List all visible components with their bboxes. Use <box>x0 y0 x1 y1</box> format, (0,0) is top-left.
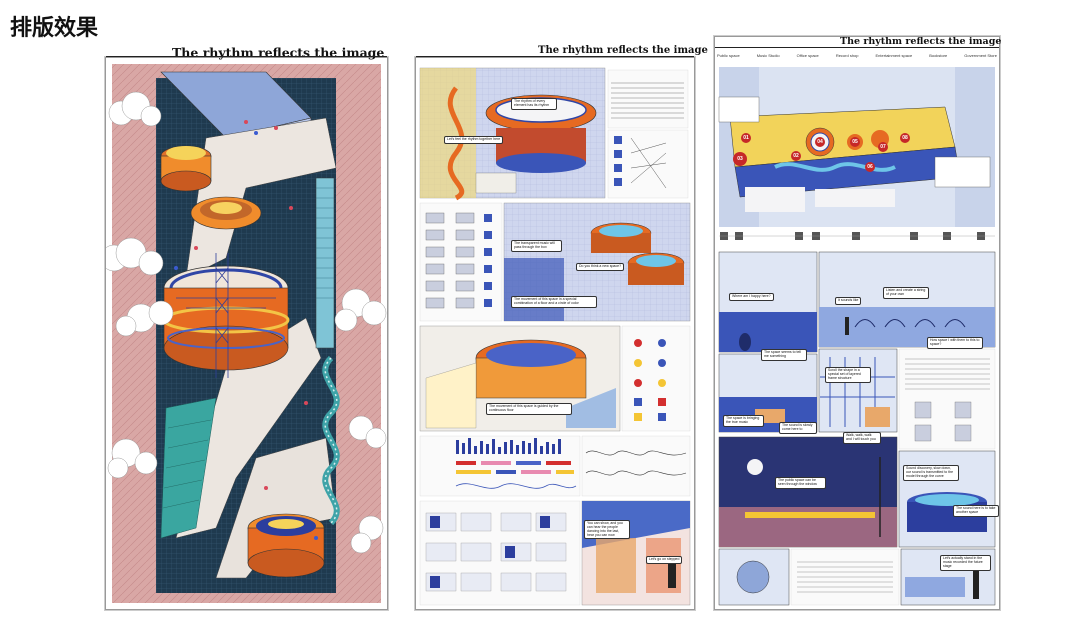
location-marker: 04 <box>815 137 825 147</box>
location-marker: 07 <box>878 142 888 152</box>
speech-bubble: Listen and create a string of your own <box>883 287 929 299</box>
title-underline <box>416 56 694 57</box>
poster-board-1: The rhythm reflects the image <box>100 45 388 610</box>
location-marker: 03 <box>735 154 745 164</box>
speech-bubble: The public space can be seen through the… <box>775 477 826 489</box>
nav-label: Record shop <box>835 53 859 58</box>
location-marker: 02 <box>791 151 801 161</box>
page-heading: 排版效果 <box>10 16 99 41</box>
speech-bubble: The rhythm of every element has its rhyt… <box>511 98 557 110</box>
board-title: The rhythm reflects the image <box>538 45 708 56</box>
speech-bubble: You can show, and you can hear the peopl… <box>584 520 630 540</box>
speech-bubble: Scroll the shape in a special set of lay… <box>825 367 871 383</box>
board-1-illustration <box>100 64 387 603</box>
location-marker: 06 <box>865 162 875 172</box>
location-marker: 01 <box>741 133 751 143</box>
speech-bubble: The sound is slowly come here to <box>779 422 817 434</box>
speech-bubble: The transparent music will pass through … <box>511 240 562 252</box>
nav-label: Office space <box>796 53 819 58</box>
board-3-nav: Public space Music Studio Office space R… <box>715 53 999 58</box>
speech-bubble: It sounds like <box>835 297 862 305</box>
poster-board-3: The rhythm reflects the image Public spa… <box>714 36 1002 610</box>
speech-bubble: Walk, walk, walk and I will touch you <box>843 432 881 444</box>
nav-label: Government Store <box>964 53 997 58</box>
title-underline <box>106 56 387 57</box>
title-underline <box>715 47 999 48</box>
speech-bubble: Sound discovery, slow down, our sound is… <box>903 465 959 481</box>
speech-bubble: The movement of this space is guided by … <box>486 403 572 415</box>
speech-bubble: Let's feel the rhythm together here <box>444 136 504 144</box>
nav-label: Public space <box>717 53 740 58</box>
speech-bubble: The space is bringing the true music <box>723 415 764 427</box>
speech-bubble: The space seems to tell me something <box>761 349 807 361</box>
location-marker: 05 <box>850 137 860 147</box>
speech-bubble: The sound here is to take another space <box>953 505 999 517</box>
speech-bubble: How space I with them to this to space? <box>927 337 983 349</box>
speech-bubble: The movement of this space in a special … <box>511 296 597 308</box>
nav-label: Music Studio <box>756 53 780 58</box>
nav-label: Entertainment space <box>875 53 913 58</box>
speech-bubble: Let's actually stand in the music record… <box>940 555 991 571</box>
speech-bubble: Where am I happy here? <box>729 293 774 301</box>
board-3-illustration <box>718 67 996 606</box>
nav-label: Bookstore <box>929 53 948 58</box>
location-marker: 08 <box>900 133 910 143</box>
speech-bubble: Let's go on stepped <box>646 556 683 564</box>
poster-board-2: The rhythm reflects the image <box>415 45 708 610</box>
speech-bubble: Do you think a new space? <box>576 263 625 271</box>
board-title: The rhythm reflects the image <box>172 45 385 60</box>
board-title: The rhythm reflects the image <box>840 36 1002 47</box>
